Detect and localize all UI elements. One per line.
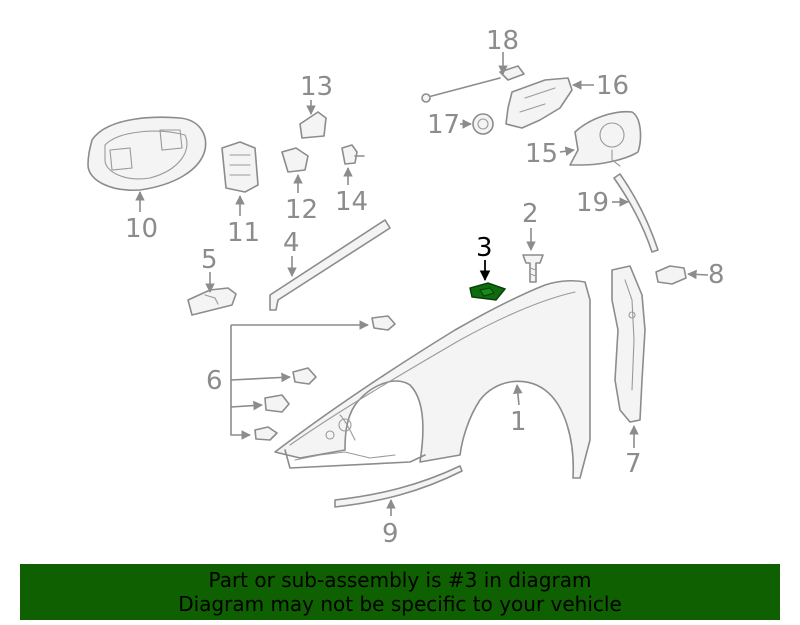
leader-lines: [135, 52, 709, 516]
callout-12: 12: [285, 195, 318, 225]
callout-4: 4: [283, 228, 300, 258]
strip-part: [269, 219, 391, 311]
info-banner: Part or sub-assembly is #3 in diagram Di…: [20, 564, 780, 620]
banner-line-1: Part or sub-assembly is #3 in diagram: [208, 568, 592, 592]
callout-16: 16: [596, 71, 629, 101]
fender-part: [274, 279, 591, 479]
actuator-part: [505, 77, 573, 129]
molding-part: [334, 465, 463, 508]
callout-9: 9: [382, 519, 399, 549]
weatherstrip-part: [613, 173, 659, 253]
spacer-part: [299, 111, 327, 139]
bolt-part: [522, 254, 544, 283]
callout-11: 11: [227, 218, 260, 248]
parts-diagram: 1 2 3 4 5 6 7 8 9 10 11 12 13 14 15 16 1…: [87, 26, 725, 549]
callout-14: 14: [335, 187, 368, 217]
callout-6: 6: [206, 366, 223, 396]
cable-part: [421, 65, 525, 103]
side-brace-part: [611, 265, 646, 423]
callout-19: 19: [576, 188, 609, 218]
clip-part-highlighted: [469, 282, 507, 301]
callout-8: 8: [708, 260, 725, 290]
screw-part: [341, 144, 365, 165]
callout-1: 1: [510, 407, 527, 437]
callout-7: 7: [625, 449, 642, 479]
lamp-cover-part: [569, 110, 642, 167]
callout-3: 3: [476, 233, 493, 263]
latch-part: [221, 141, 259, 193]
grommet-part: [472, 113, 494, 135]
bracket-part: [187, 287, 237, 316]
callout-5: 5: [201, 245, 218, 275]
callout-13: 13: [300, 72, 333, 102]
banner-line-2: Diagram may not be specific to your vehi…: [178, 592, 622, 616]
callout-labels: 1 2 3 4 5 6 7 8 9 10 11 12 13 14 15 16 1…: [125, 26, 725, 549]
housing-part: [87, 116, 207, 191]
clip-12-part: [281, 147, 309, 173]
clip-set-part: [254, 315, 396, 441]
callout-10: 10: [125, 214, 158, 244]
callout-2: 2: [522, 199, 539, 229]
callout-15: 15: [525, 139, 558, 169]
callout-18: 18: [486, 26, 519, 56]
callout-17: 17: [427, 110, 460, 140]
retainer-part: [655, 265, 687, 285]
